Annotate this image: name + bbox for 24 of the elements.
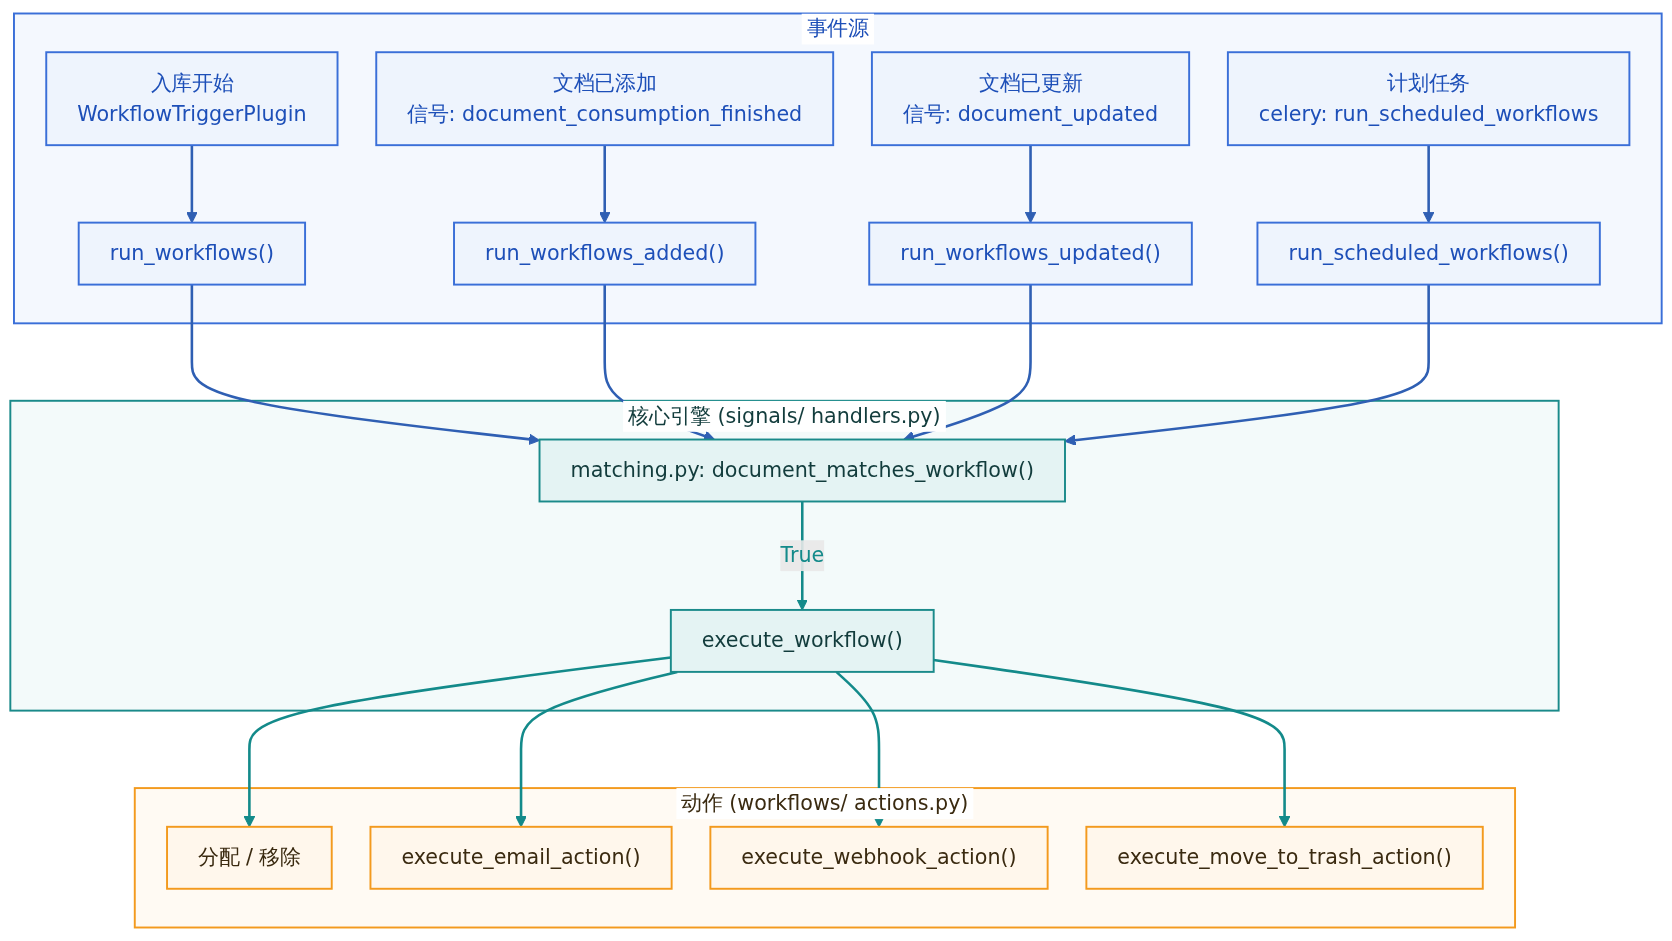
node-box: execute_email_action() [369, 825, 673, 890]
node-box: run_scheduled_workflows() [1256, 221, 1601, 286]
arrow [515, 670, 678, 828]
arrow [186, 145, 198, 224]
node-box: 计划任务 celery: run_scheduled_workflows [1226, 51, 1631, 147]
node-box: 分配 / 移除 [166, 825, 333, 890]
node-box: matching.py: document_matches_workflow() [538, 438, 1066, 503]
node-box: 文档已更新 信号: document_updated [870, 51, 1191, 147]
node-box: execute_webhook_action() [709, 825, 1049, 890]
arrow [599, 145, 611, 224]
node-box: 入库开始 WorkflowTriggerPlugin [45, 51, 339, 147]
arrow [933, 658, 1291, 828]
arrow [1064, 284, 1430, 446]
arrow [190, 284, 541, 445]
arrow [1422, 145, 1435, 224]
node-box: run_workflows_added() [453, 221, 757, 286]
arrow [1024, 145, 1037, 224]
arrow [243, 656, 671, 828]
node-box: 文档已添加 信号: document_consumption_finished [375, 51, 835, 147]
node-box: execute_move_to_trash_action() [1085, 825, 1484, 890]
node-box: run_workflows_updated() [868, 221, 1193, 286]
edge-label: True [780, 542, 825, 568]
node-box: run_workflows() [77, 221, 307, 286]
node-box: execute_workflow() [669, 608, 935, 673]
